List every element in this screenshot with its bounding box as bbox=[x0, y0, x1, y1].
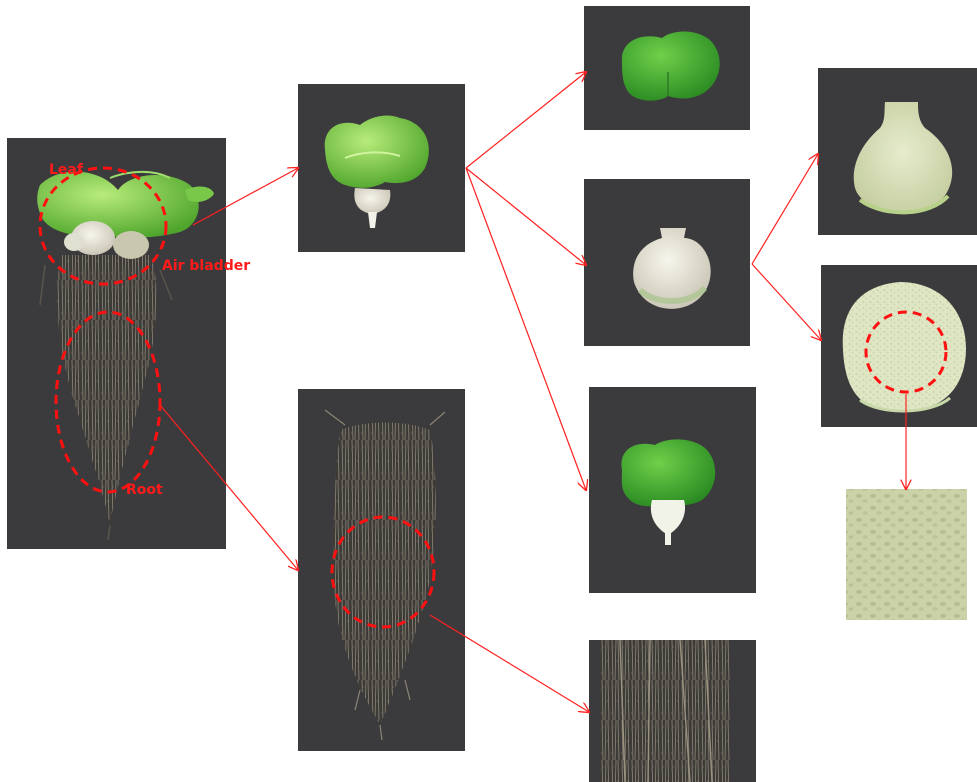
air-bladder-longitudinal-section-photo bbox=[818, 68, 977, 235]
leaf-blade-photo bbox=[584, 6, 750, 130]
spongy-tissue-closeup-photo bbox=[846, 489, 967, 620]
air-bladder-cross-section-photo bbox=[821, 265, 977, 427]
air-bladder-photo bbox=[584, 179, 750, 346]
whole-plant-photo bbox=[7, 138, 226, 549]
leaf-with-cut-bladder-photo bbox=[589, 387, 756, 593]
root-label: Root bbox=[126, 482, 163, 498]
arrow-bladder-to-section bbox=[752, 154, 818, 264]
arrows bbox=[160, 72, 906, 712]
arrow-unit-to-leaf bbox=[466, 72, 586, 168]
air-bladder-label: Air bladder bbox=[162, 258, 250, 274]
root-closeup-photo bbox=[589, 640, 756, 782]
root-cluster-photo bbox=[298, 389, 465, 751]
leaf-label: Leaf bbox=[49, 162, 84, 178]
arrow-bladder-to-cross-section bbox=[752, 264, 821, 340]
leaf-with-air-bladder-photo bbox=[298, 84, 465, 252]
